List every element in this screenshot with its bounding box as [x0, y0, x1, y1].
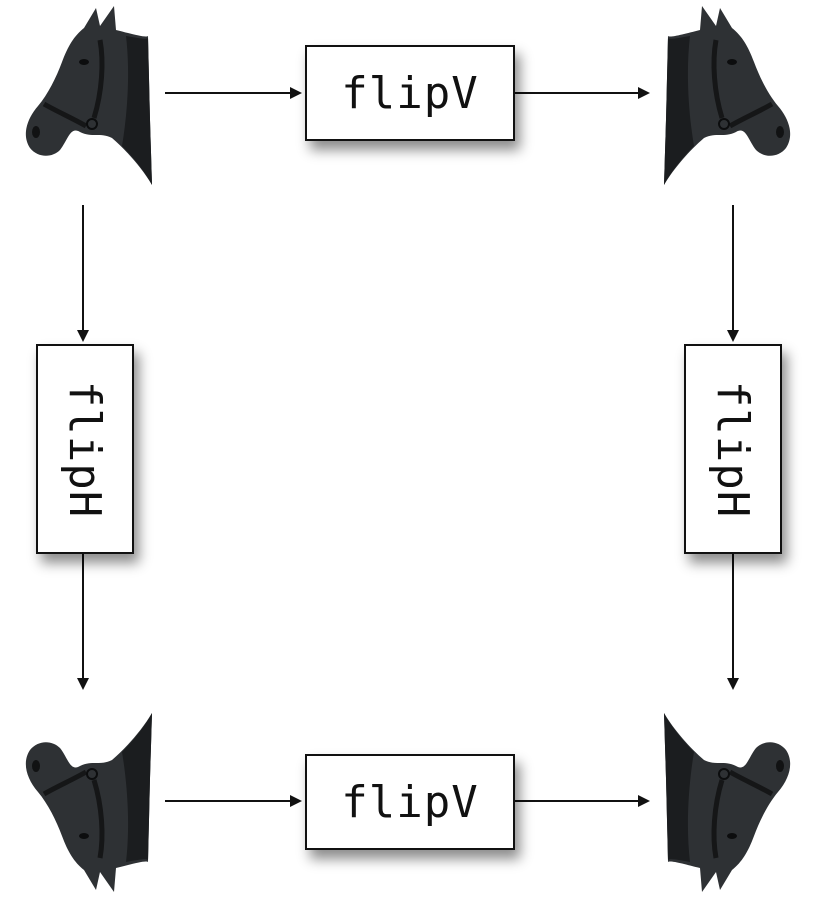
horse-head-shape	[664, 6, 791, 185]
horse-head-shape	[728, 101, 774, 129]
horse-head-shape	[25, 713, 152, 892]
flipv-box-top: flipV	[305, 45, 515, 141]
horse-head-shape	[776, 760, 784, 772]
horse-head-shape	[32, 126, 40, 138]
horse-head-shape	[718, 768, 730, 780]
horse-head-shape	[122, 36, 152, 185]
horse-head-shape	[664, 713, 791, 892]
flipv-box-bottom: flipV	[305, 754, 515, 850]
horse-rotated-image	[664, 713, 791, 892]
horse-head-shape	[91, 39, 105, 119]
horse-head-shape	[711, 779, 725, 859]
horse-head-shape	[711, 39, 725, 119]
flipv-label-bottom: flipV	[341, 776, 479, 828]
fliph-label-right: flipH	[707, 380, 759, 518]
horse-head-shape	[79, 833, 89, 839]
horse-upside-down-image	[25, 713, 152, 892]
horse-head-shape	[664, 713, 694, 862]
horse-head-shape	[122, 713, 152, 862]
horse-mirrored-image	[664, 6, 791, 185]
horse-head-shape	[32, 760, 40, 772]
horse-head-shape	[728, 769, 774, 797]
horse-head-shape	[86, 118, 98, 130]
horse-head-shape	[664, 36, 694, 185]
horse-head-shape	[42, 101, 88, 129]
horse-head-shape	[86, 768, 98, 780]
fliph-label-left: flipH	[59, 380, 111, 518]
horse-head-shape	[79, 59, 89, 65]
horse-head-shape	[25, 6, 152, 185]
horse-head-shape	[776, 126, 784, 138]
horse-head-shape	[727, 833, 737, 839]
flipv-label-top: flipV	[341, 67, 479, 119]
horse-head-shape	[91, 779, 105, 859]
horse-original-image	[25, 6, 152, 185]
horse-head-shape	[42, 769, 88, 797]
horse-head-shape	[718, 118, 730, 130]
horse-head-shape	[727, 59, 737, 65]
fliph-box-left: flipH	[36, 344, 134, 554]
fliph-box-right: flipH	[684, 344, 782, 554]
